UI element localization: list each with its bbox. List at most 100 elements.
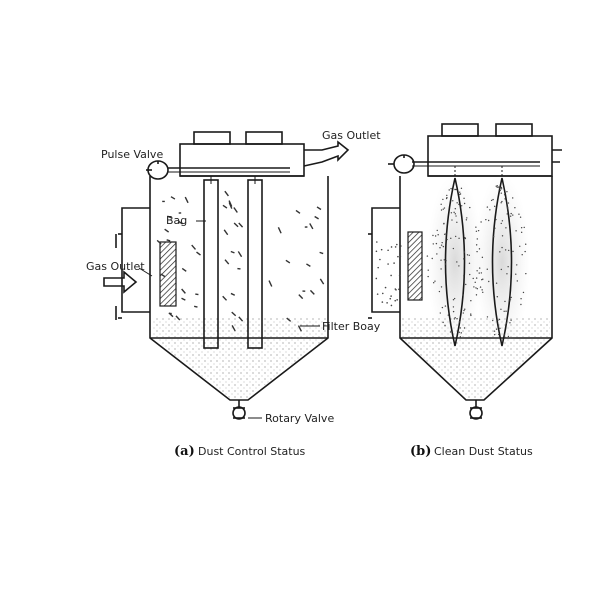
dust-dot: [480, 272, 483, 274]
dust-dot: [456, 317, 458, 320]
dust-dot: [450, 187, 452, 190]
dust-stroke: [297, 325, 302, 332]
dust-dot: [475, 287, 477, 289]
dust-dot: [493, 330, 496, 332]
dust-dot: [456, 221, 458, 224]
label-bag: Bag: [166, 214, 187, 227]
dust-stroke: [314, 215, 319, 220]
dust-dot: [439, 247, 441, 249]
dust-stroke: [238, 316, 244, 322]
panel-b-clean-dust: (b) Clean Dust Status: [368, 123, 562, 459]
dust-stroke: [231, 311, 237, 317]
dust-dot: [520, 231, 523, 234]
dust-stroke: [222, 204, 228, 209]
dust-dot: [497, 326, 500, 328]
dust-dot: [504, 336, 506, 339]
dust-dot: [432, 282, 435, 284]
dust-dot: [453, 297, 456, 300]
dust-stroke: [181, 297, 186, 301]
dust-dot: [436, 253, 438, 255]
dust-dot: [399, 255, 402, 258]
dust-dot: [376, 293, 379, 295]
dust-dot: [505, 322, 508, 324]
dust-dot: [437, 234, 439, 236]
dust-stroke: [223, 229, 229, 236]
dust-dot: [493, 236, 495, 238]
dust-dot: [500, 202, 502, 204]
dust-dot: [496, 186, 498, 188]
dust-dot: [458, 237, 460, 240]
dust-dot: [462, 294, 464, 296]
dust-dot: [427, 269, 429, 271]
dust-dot: [397, 255, 399, 258]
dust-dot: [470, 314, 472, 317]
dust-dot: [468, 254, 470, 256]
dust-stroke: [224, 190, 229, 197]
dust-dot: [431, 257, 433, 260]
dust-stroke: [156, 239, 162, 245]
label-pulse-valve: Pulse Valve: [101, 148, 163, 161]
dust-dot: [464, 237, 466, 239]
dust-dot: [515, 230, 517, 232]
dust-stroke: [167, 215, 172, 219]
dust-dot: [394, 288, 397, 290]
dust-stroke: [316, 206, 322, 211]
dust-dot: [440, 244, 443, 246]
dust-dot: [468, 262, 471, 264]
dust-dot: [393, 262, 395, 264]
dust-dot: [451, 330, 454, 333]
dust-dot: [495, 282, 498, 284]
dust-dot: [493, 333, 496, 336]
dust-particles-a: [156, 190, 325, 332]
dust-dot: [434, 235, 437, 237]
dust-dot: [389, 297, 392, 300]
dust-dot: [470, 299, 472, 302]
caption-a-text: Dust Control Status: [198, 445, 306, 458]
dust-dot: [476, 250, 478, 253]
dust-stroke: [230, 250, 235, 254]
label-filter-body: Filter Boay: [322, 320, 381, 333]
dust-dot: [454, 213, 457, 215]
dust-dot: [450, 212, 453, 214]
dust-dot: [475, 294, 478, 296]
dust-dot: [509, 322, 511, 324]
panel-a-dust-control: Gas Outlet Pulse Valve Bag Gas Outlet Fi…: [86, 129, 381, 459]
dust-dot: [507, 266, 509, 268]
dust-dot: [459, 321, 461, 323]
dust-dot: [478, 267, 481, 269]
dust-dot: [390, 304, 393, 307]
dust-dot: [394, 246, 397, 248]
dust-dot: [441, 241, 443, 244]
caption-b-letter: (b): [410, 444, 431, 459]
dust-dot: [463, 275, 465, 277]
dust-dot: [498, 318, 501, 321]
clean-air-plenum: [179, 143, 305, 177]
dust-dot: [436, 229, 438, 232]
dust-dot: [444, 263, 447, 265]
dust-dot: [460, 205, 463, 207]
caption-a-letter: (a): [174, 444, 195, 459]
inlet-housing: [121, 207, 150, 313]
inflated-bag-2: [491, 177, 513, 347]
dust-stroke: [195, 293, 199, 296]
dust-dot: [470, 313, 472, 315]
clean-air-plenum-b: [427, 135, 553, 177]
dust-dot: [463, 197, 465, 200]
filter-body-vessel-b: [399, 176, 553, 401]
dust-dot: [503, 334, 506, 336]
dust-dot: [505, 310, 507, 312]
dust-dot: [476, 238, 479, 240]
dust-dot: [381, 301, 384, 303]
dust-dot: [503, 310, 505, 313]
dust-dot: [499, 251, 501, 253]
dust-dot: [441, 306, 444, 309]
dust-dot: [475, 277, 478, 279]
dust-dot: [376, 241, 378, 243]
dust-stroke: [230, 292, 236, 296]
dust-dot: [516, 280, 519, 282]
dust-dot: [521, 254, 523, 256]
dust-dot: [446, 238, 448, 241]
dust-dot: [439, 312, 441, 314]
dust-stroke: [196, 251, 201, 256]
